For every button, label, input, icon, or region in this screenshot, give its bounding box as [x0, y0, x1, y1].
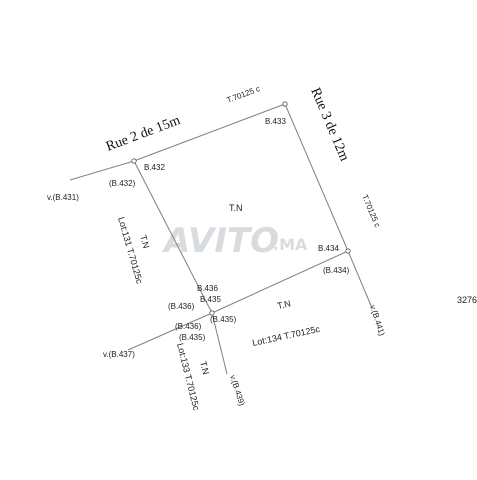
label-b432: B.432 — [144, 163, 165, 172]
lot131-tn: T.N — [138, 234, 151, 250]
street-north: Rue 2 de 15m — [104, 113, 183, 155]
street-north-level: T.70125 c — [226, 84, 262, 105]
lot134-tn: T.N — [276, 298, 291, 311]
point-b432 — [131, 158, 137, 164]
lot133-tn: T.N — [198, 360, 211, 376]
label-b433: B.433 — [265, 117, 286, 126]
edge-number: 3276 — [457, 295, 477, 305]
line-to-b437 — [127, 312, 213, 351]
boundary-west — [133, 160, 213, 314]
parcel-boundary — [133, 103, 349, 314]
survey-points — [131, 101, 351, 316]
boundary-east — [284, 103, 349, 252]
lot131-text: Lot:131 T.70125c — [116, 216, 145, 285]
point-b435 — [209, 310, 215, 316]
label-b435: B.435 — [200, 295, 221, 304]
point-b433 — [282, 101, 288, 107]
street-east-level: T.70125 c — [360, 193, 382, 228]
boundary-north — [133, 103, 286, 162]
line-to-b431 — [69, 160, 135, 181]
label-b434-ref: (B.434) — [323, 266, 350, 275]
watermark-suffix: .MA — [273, 235, 308, 254]
label-b436-ref2: (B.436) — [175, 322, 202, 331]
watermark: AVITO .MA — [161, 221, 308, 261]
label-b435-ref: (B.435) — [210, 315, 237, 324]
label-b432-ref: (B.432) — [109, 179, 136, 188]
label-b437: v.(B.437) — [103, 350, 135, 359]
neighbour-lines — [69, 160, 373, 375]
parcel-label: T.N — [229, 203, 243, 213]
label-b436-ref: (B.436) — [168, 302, 195, 311]
label-b439: v.(B.439) — [228, 374, 247, 407]
point-b434 — [345, 248, 351, 254]
label-b431: v.(B.431) — [47, 193, 79, 202]
boundary-south — [211, 250, 349, 314]
line-to-b441 — [347, 250, 373, 309]
label-b435-ref2: (B.435) — [179, 333, 206, 342]
lot133-text: Lot:133 T.70125c — [175, 342, 201, 412]
street-east: Rue 3 de 12m — [307, 86, 351, 164]
lot134-text: Lot:134 T.70125c — [251, 324, 321, 348]
label-b434: B.434 — [318, 244, 339, 253]
line-to-b439 — [211, 312, 228, 375]
label-b436: B.436 — [197, 284, 218, 293]
label-b441: v.(B.441) — [368, 304, 387, 337]
watermark-brand: AVITO — [161, 221, 279, 261]
